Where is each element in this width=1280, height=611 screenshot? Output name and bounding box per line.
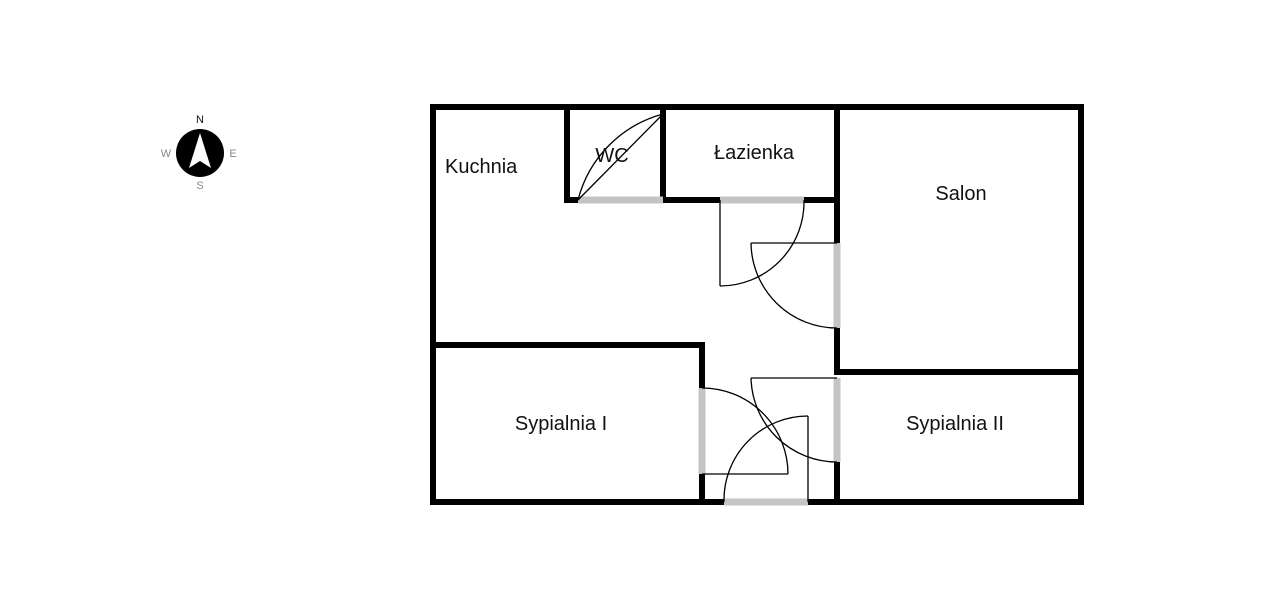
door-swing-bedroom1 [701,387,789,475]
compass-west-label: W [161,148,172,160]
door-swing-bedroom2 [750,377,838,463]
compass-north-label: N [196,114,204,126]
door-swings [577,113,838,503]
room-label-bedroom-2: Sypialnia II [906,413,1004,435]
door-openings [578,196,841,506]
room-labels: Kuchnia WC Łazienka Salon Sypialnia I Sy… [445,142,1004,435]
door-swing-entrance [723,415,809,503]
compass-south-label: S [196,180,203,192]
walls [430,104,1084,505]
compass-icon [176,129,224,177]
room-label-bedroom-1: Sypialnia I [515,413,607,435]
room-label-bathroom: Łazienka [714,142,795,164]
room-label-wc: WC [595,145,628,167]
compass: N E S W [161,114,237,192]
room-label-living-room: Salon [935,183,986,205]
compass-east-label: E [229,148,236,160]
door-swing-salon [750,242,838,329]
door-swing-wc [577,113,664,201]
room-label-kitchen: Kuchnia [445,156,518,178]
door-swing-bathroom [719,199,805,287]
